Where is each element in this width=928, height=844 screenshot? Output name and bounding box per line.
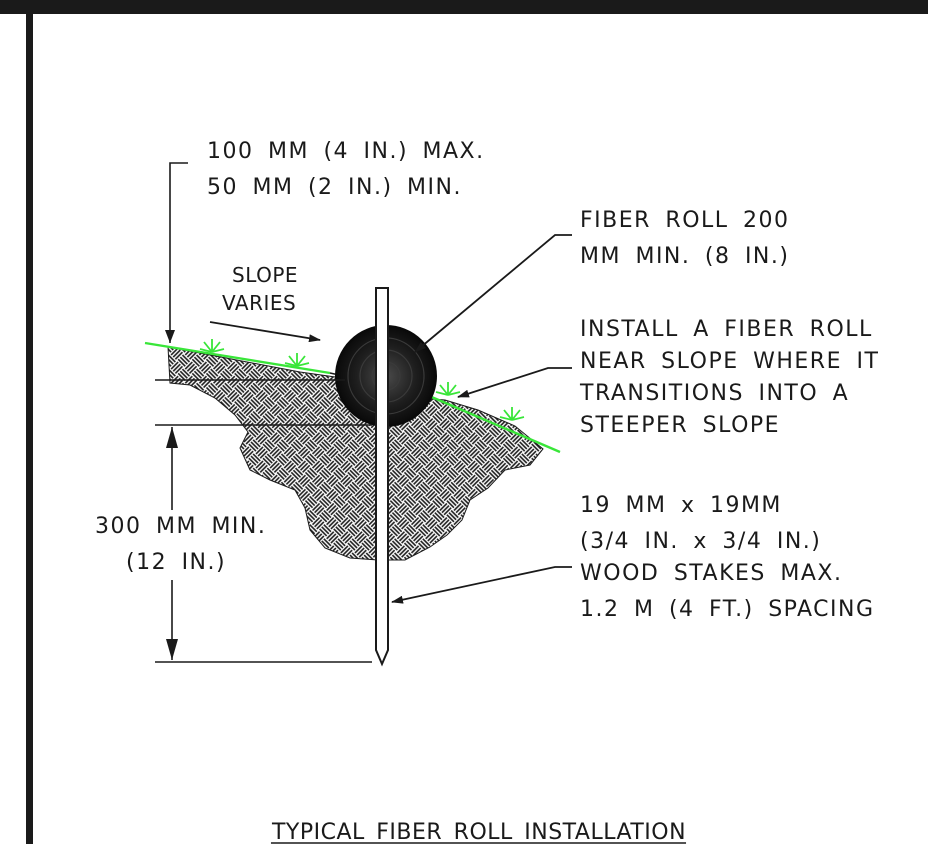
roll-leader	[414, 234, 572, 353]
grass-tufts	[199, 339, 525, 421]
stake-label-line3: WOOD STAKES MAX.	[580, 561, 842, 586]
install-label-line3: TRANSITIONS INTO A	[579, 381, 849, 406]
depth-label-line1: 300 MM MIN.	[95, 514, 266, 539]
lip-max-label: 100 MM (4 IN.) MAX.	[207, 139, 485, 164]
grass-tuft	[435, 382, 461, 396]
slope-label-line1: SLOPE	[232, 263, 298, 287]
leader-lines	[209, 234, 572, 604]
depth-label-line2: (12 IN.)	[126, 550, 226, 575]
roll-label-line2: MM MIN. (8 IN.)	[580, 244, 789, 269]
stake-leader	[391, 566, 572, 604]
labels: 100 MM (4 IN.) MAX. 50 MM (2 IN.) MIN. F…	[95, 139, 879, 622]
install-label-line4: STEEPER SLOPE	[580, 413, 780, 438]
lip-min-label: 50 MM (2 IN.) MIN.	[207, 175, 462, 200]
slope-arrow	[209, 321, 321, 343]
grass-tuft	[284, 353, 310, 367]
roll-label-line1: FIBER ROLL 200	[580, 208, 790, 233]
grass-tuft	[499, 407, 525, 421]
lip-dimension	[155, 162, 345, 381]
stake-label-line4: 1.2 M (4 FT.) SPACING	[580, 597, 875, 622]
depth-dimension	[155, 424, 372, 663]
wood-stake	[375, 287, 389, 667]
install-label-line2: NEAR SLOPE WHERE IT	[580, 349, 879, 374]
stake-label-line1: 19 MM x 19MM	[580, 493, 782, 518]
grass-tuft	[199, 339, 225, 353]
drawing-title: TYPICAL FIBER ROLL INSTALLATION	[271, 820, 686, 844]
slope-label-line2: VARIES	[222, 291, 296, 315]
install-label-line1: INSTALL A FIBER ROLL	[580, 317, 873, 342]
install-leader	[457, 367, 572, 398]
stake-label-line2: (3/4 IN. x 3/4 IN.)	[580, 529, 821, 554]
